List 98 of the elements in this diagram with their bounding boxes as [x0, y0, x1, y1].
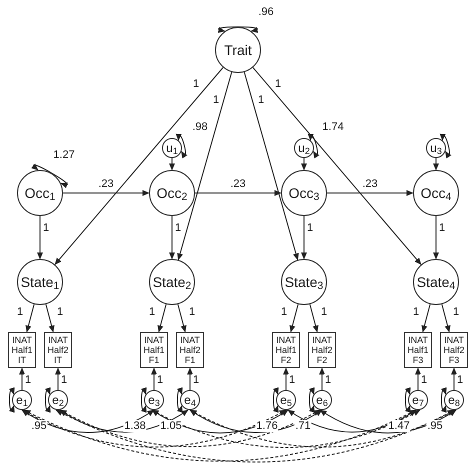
edge-label: .96 — [257, 6, 275, 18]
arrow — [309, 304, 318, 332]
covariance-arc — [320, 410, 456, 434]
edge-label: 1.05 — [159, 420, 183, 432]
edge-label: 1 — [306, 222, 314, 234]
covariance-arc — [60, 410, 188, 433]
edge-label: 1 — [16, 306, 24, 318]
variance-loop — [404, 387, 410, 413]
edge-label: 1 — [42, 222, 50, 234]
arrow — [169, 158, 175, 170]
arrow — [301, 158, 307, 170]
edge-label: 1 — [420, 374, 428, 386]
edge-label: 1 — [280, 306, 288, 318]
variance-loop — [440, 134, 452, 158]
edge-label: 1 — [212, 94, 220, 106]
indicator-box: INAT Half2 F3 — [440, 332, 468, 368]
edge-label: .95 — [426, 420, 444, 432]
indicator-box: INAT Half1 IT — [8, 332, 36, 368]
indicator-box: INAT Half1 F2 — [272, 332, 300, 368]
edge-label: 1 — [274, 78, 282, 90]
edge-label: 1 — [56, 306, 64, 318]
edge-label: .71 — [294, 420, 312, 432]
edge-label: 1 — [192, 374, 200, 386]
edge-label: 1 — [192, 78, 200, 90]
arrow — [252, 67, 422, 265]
variance-loop — [44, 387, 50, 413]
variance-loop — [440, 387, 446, 413]
edge-label: 1 — [148, 306, 156, 318]
arrow — [177, 304, 186, 332]
edge-label: 1.74 — [321, 121, 345, 133]
arrow — [26, 304, 35, 332]
edge-label: 1 — [156, 374, 164, 386]
arrow — [433, 216, 439, 260]
edge-label: 1 — [24, 374, 32, 386]
arrow — [319, 368, 325, 390]
arrow — [45, 304, 54, 332]
covariance-arc — [56, 410, 456, 462]
edge-label: 1 — [324, 374, 332, 386]
indicator-box: INAT Half2 F2 — [308, 332, 336, 368]
arrow — [187, 368, 193, 390]
edge-label: .98 — [191, 121, 209, 133]
covariance-arc — [152, 410, 288, 434]
covariance-arc — [190, 410, 322, 434]
edge-label: 1.76 — [255, 420, 279, 432]
arrow — [301, 216, 307, 260]
arrow — [151, 368, 157, 390]
arrow — [415, 368, 421, 390]
variance-loop — [308, 134, 320, 158]
arrow — [55, 368, 61, 390]
covariance-arc — [22, 410, 154, 434]
arrow — [62, 190, 150, 196]
edge-label: 1 — [256, 94, 266, 106]
edge-label: 1.47 — [387, 420, 411, 432]
edge-label: 1 — [188, 306, 196, 318]
variance-loop — [140, 387, 146, 413]
edge-label: .95 — [30, 420, 48, 432]
edge-label: 1 — [452, 306, 460, 318]
arrow — [326, 190, 414, 196]
edge-label: 1 — [288, 374, 296, 386]
edge-label: .23 — [361, 178, 379, 190]
arrow — [19, 368, 25, 390]
arrow — [54, 67, 224, 265]
arrow — [433, 158, 439, 170]
edge-label: .23 — [97, 178, 115, 190]
indicator-box: INAT Half1 F1 — [140, 332, 168, 368]
edge-label: 1 — [60, 374, 68, 386]
arrow — [37, 216, 43, 260]
edge-label: 1 — [438, 222, 446, 234]
variance-loop — [218, 26, 258, 32]
arrow — [177, 72, 232, 260]
arrow — [290, 304, 299, 332]
variance-loop — [8, 387, 14, 413]
indicator-box: INAT Half1 F3 — [404, 332, 432, 368]
variance-loop — [308, 387, 314, 413]
edge-label: 1.27 — [52, 149, 76, 161]
arrow — [451, 368, 457, 390]
variance-loop — [272, 387, 278, 413]
arrow — [244, 72, 299, 260]
edge-label: 1 — [174, 222, 182, 234]
covariance-arc — [152, 410, 420, 448]
edge-label: 1.38 — [123, 420, 147, 432]
variance-loop — [31, 163, 68, 188]
edge-label: .23 — [229, 178, 247, 190]
arrow — [158, 304, 167, 332]
arrow — [169, 216, 175, 260]
indicator-box: INAT Half2 IT — [44, 332, 72, 368]
variance-loop — [176, 387, 182, 413]
covariance-arc — [22, 410, 286, 448]
arrow — [283, 368, 289, 390]
indicator-box: INAT Half2 F1 — [176, 332, 204, 368]
arrow — [422, 304, 431, 332]
arrow — [441, 304, 450, 332]
variance-loop — [176, 134, 188, 158]
covariance-arc — [288, 410, 416, 433]
arrow — [194, 190, 282, 196]
edge-label: 1 — [456, 374, 464, 386]
edge-label: 1 — [320, 306, 328, 318]
edge-label: 1 — [412, 306, 420, 318]
